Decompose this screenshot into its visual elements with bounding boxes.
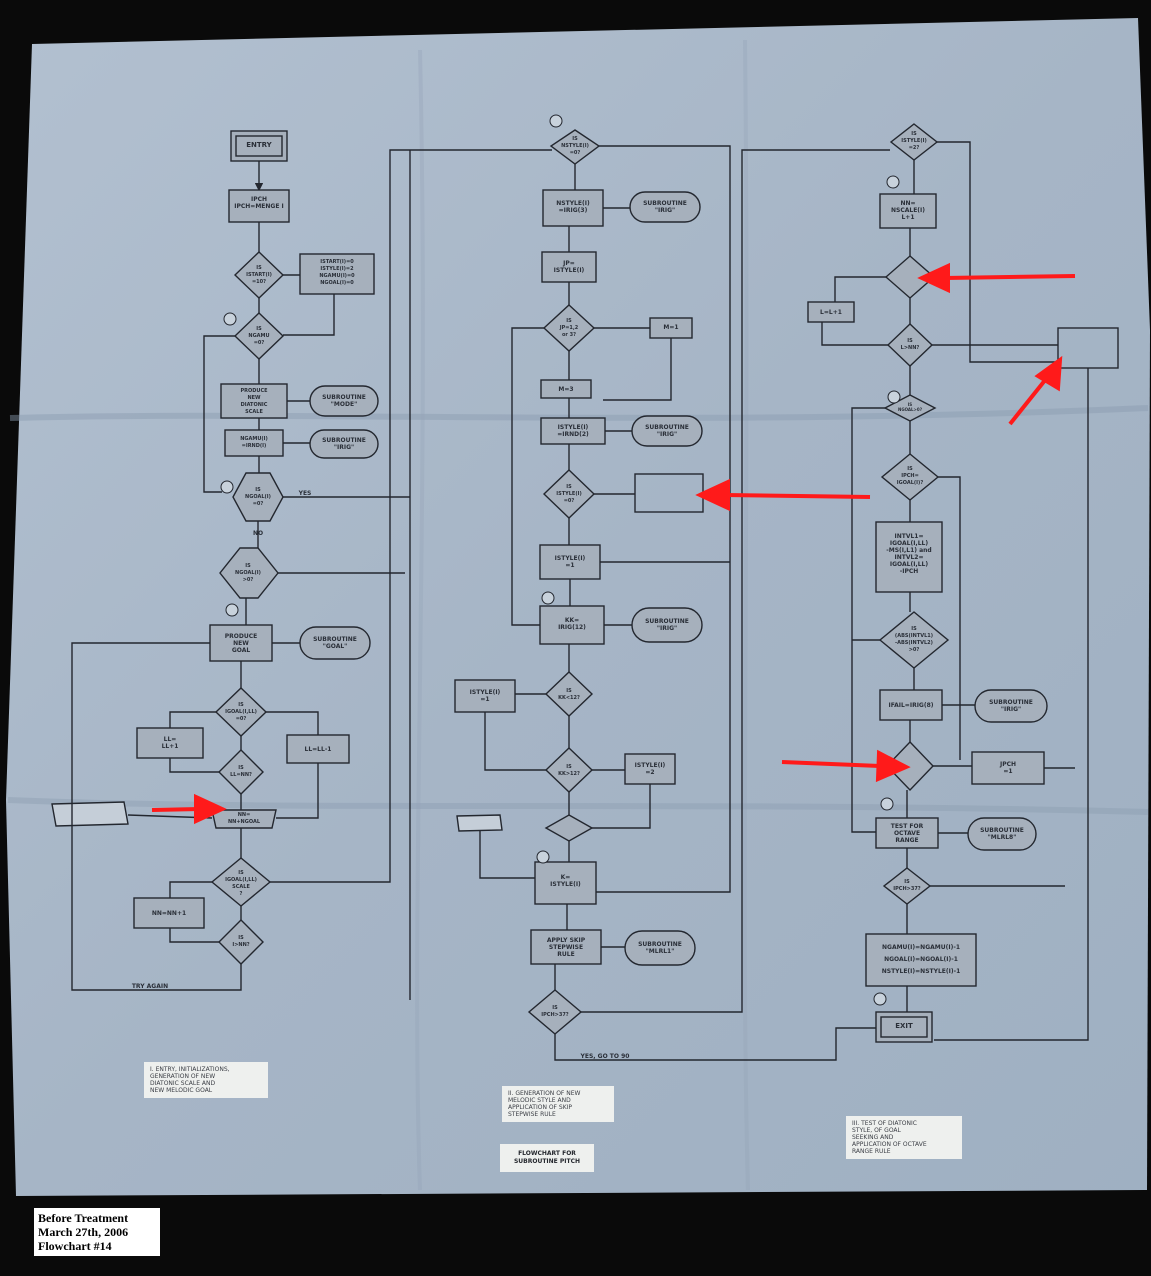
intv-box (875, 521, 943, 593)
sub-irig-5 (974, 689, 1048, 723)
test-octave-box (875, 817, 939, 849)
sub-goal (299, 626, 371, 660)
red-arrow (1008, 372, 1052, 426)
sub-mlrl1 (624, 930, 696, 966)
nn-box-2 (133, 897, 205, 929)
ngamu-box (224, 429, 284, 457)
fold-line (742, 39, 750, 1191)
nn-box-3 (879, 193, 937, 229)
side-note (51, 801, 129, 827)
exit-box-inner (880, 1016, 928, 1038)
section-2-note: II. GENERATION OF NEW MELODIC STYLE AND … (502, 1086, 614, 1122)
istyle1-box (454, 679, 516, 713)
k-box (534, 861, 597, 905)
decision-ngoal1 (232, 472, 284, 522)
red-arrow (944, 274, 1076, 280)
sub-irig-3 (631, 415, 703, 447)
jpch-box (971, 751, 1045, 785)
side-note-2 (456, 814, 503, 832)
sub-mlrl8 (967, 817, 1037, 851)
nstyle-box (542, 189, 604, 227)
fold-line (9, 405, 1149, 421)
step-marker (887, 390, 901, 404)
istyle-box (540, 417, 606, 445)
ifail-box (879, 689, 943, 721)
step-marker (873, 992, 887, 1006)
init-values-box (299, 253, 375, 295)
produce-goal-box (209, 624, 273, 662)
flowchart-title: FLOWCHART FOR SUBROUTINE PITCH (500, 1144, 594, 1172)
fold-line (7, 797, 1149, 815)
red-arrowhead (194, 793, 227, 825)
step-marker (541, 591, 555, 605)
step-marker (880, 797, 894, 811)
step-marker (536, 850, 550, 864)
sub-irig-2 (629, 191, 701, 223)
produce-scale-box (220, 383, 288, 419)
entry-box-inner (235, 135, 283, 157)
section-1-note: I. ENTRY, INITIALIZATIONS, GENERATION OF… (144, 1062, 268, 1098)
decision-ngoal2 (219, 547, 279, 599)
ngamu-update-box (865, 933, 977, 987)
section-3-note: III. TEST OF DIATONIC STYLE, OF GOAL SEE… (846, 1116, 962, 1159)
sub-irig-1 (309, 429, 379, 459)
kk-box (539, 605, 605, 645)
m2-box (540, 379, 592, 399)
red-arrowhead (875, 749, 911, 783)
m-box (649, 317, 693, 339)
ll-box-2 (286, 734, 350, 764)
red-arrowhead (917, 262, 950, 294)
step-marker (220, 480, 234, 494)
red-arrowhead (1034, 355, 1063, 392)
step-marker (886, 175, 900, 189)
decision-arrowed (886, 740, 934, 792)
ll-box-1 (136, 727, 204, 759)
step-marker (549, 114, 563, 128)
red-arrowhead (695, 478, 730, 512)
istyle2-box (624, 753, 676, 785)
caption-label: Before Treatment March 27th, 2006 Flowch… (34, 1208, 160, 1256)
istyle-1-box (539, 544, 601, 580)
jp-box (541, 251, 597, 283)
red-arrow (781, 760, 881, 768)
l-box (807, 301, 855, 323)
init-box (228, 189, 290, 223)
step-marker (223, 312, 237, 326)
step-marker (225, 603, 239, 617)
red-arrow (724, 493, 871, 499)
fold-line (415, 49, 425, 1191)
nn-box (211, 809, 277, 829)
sub-mode (309, 385, 379, 417)
apply-skip-box (530, 929, 602, 965)
sub-irig-4 (631, 607, 703, 643)
red-arrow (151, 807, 201, 812)
